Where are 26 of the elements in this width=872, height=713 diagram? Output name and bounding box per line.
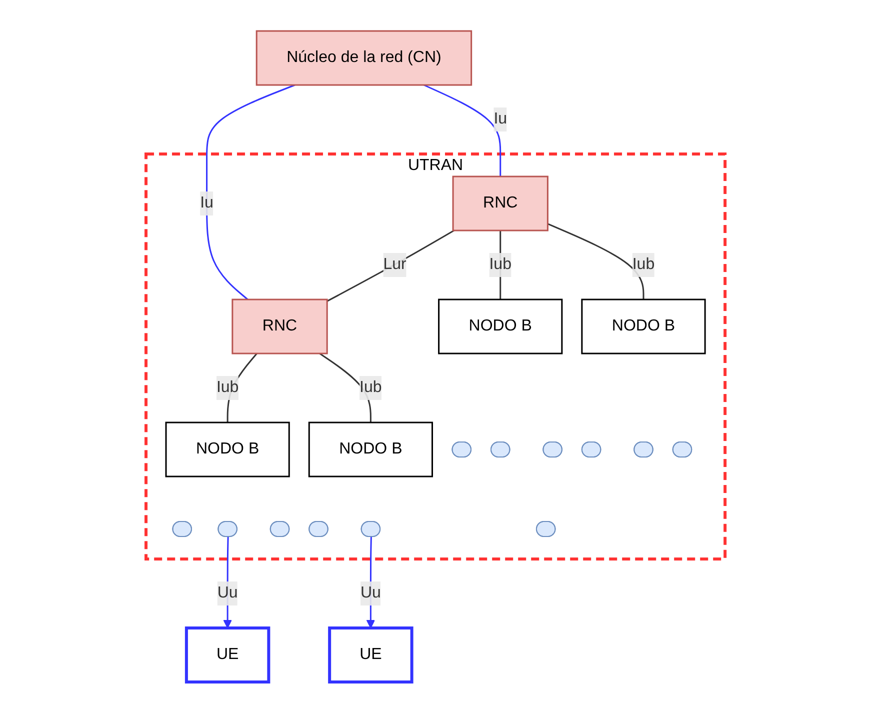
edge-label: Iub [632,256,656,273]
node-box: NODO B [438,298,564,354]
node-box: UE [328,626,414,684]
node-box: NODO B [308,422,434,478]
edge-label: Iub [490,256,512,273]
arrow [224,536,232,628]
edge-label: Iu [200,194,214,212]
connector [424,84,502,176]
node-box: Núcleo de la red (CN) [256,30,473,86]
edge-label: Uu [360,584,382,602]
connector [548,223,645,300]
node-box: RNC [452,176,549,232]
node-box: UE [185,626,271,684]
node-box: RNC [232,298,328,354]
connector [320,352,372,422]
edge-label: Iu [494,110,508,128]
edge-label: Lur [384,256,407,273]
edge-label: Uu [218,584,238,602]
edge-label: Iub [216,378,240,396]
connector [327,230,455,302]
connector [227,353,258,422]
node-box: NODO B [166,422,290,478]
connector [206,84,296,300]
edge-label: Iub [360,378,382,396]
arrow [366,536,376,628]
node-box: NODO B [582,298,706,354]
